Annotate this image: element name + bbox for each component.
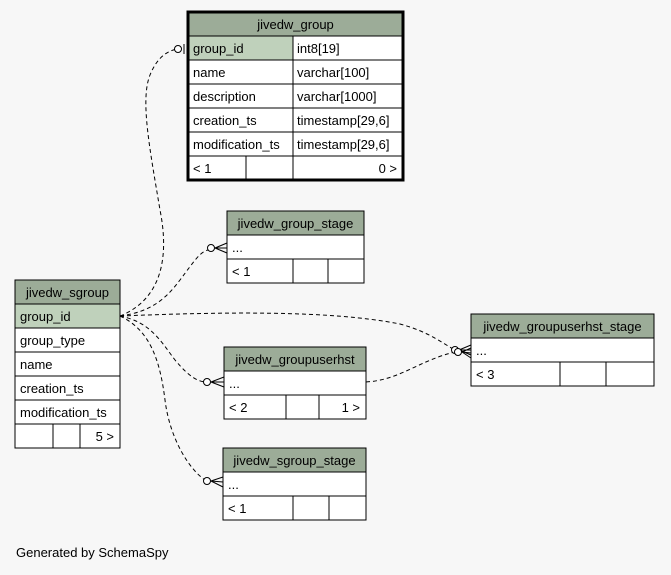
column-row	[470, 337, 655, 363]
column-type: int8[19]	[297, 41, 340, 56]
table-border	[226, 210, 365, 284]
child-count: 0 >	[379, 161, 397, 176]
column-name: ...	[228, 477, 239, 492]
footer-cell	[223, 394, 287, 420]
footer-cell	[14, 423, 54, 449]
column-name: description	[193, 89, 256, 104]
footer-cell	[318, 394, 367, 420]
column-name: modification_ts	[20, 405, 107, 420]
parent-count: < 2	[229, 400, 247, 415]
table-title: jivedw_group_stage	[237, 216, 354, 231]
tables-layer: jivedw_group group_id int8[19] name varchar[…	[14, 10, 655, 521]
column-row	[187, 83, 294, 109]
table-jivedw-groupuserhst-stage[interactable]: jivedw_groupuserhst_stage... < 3	[470, 313, 655, 387]
column-name: modification_ts	[193, 137, 280, 152]
relationship-lines	[119, 48, 456, 481]
table-title: jivedw_group	[256, 17, 334, 32]
table-jivedw-sgroup-stage[interactable]: jivedw_sgroup_stage... < 1	[222, 447, 367, 521]
footer-cell	[327, 258, 365, 284]
parent-count: < 3	[476, 367, 494, 382]
column-row	[14, 327, 121, 353]
child-count: 1 >	[342, 400, 360, 415]
table-jivedw-groupuserhst[interactable]: jivedw_groupuserhst... < 2 1 >	[223, 346, 367, 420]
column-row	[14, 303, 121, 329]
footer-cell	[328, 495, 367, 521]
footer-cell	[559, 361, 607, 387]
column-row	[226, 234, 365, 260]
table-header	[187, 11, 404, 37]
edge-groupuserhst-to-stage	[365, 351, 456, 383]
edge-sgroup-to-group-stage	[119, 249, 209, 317]
column-name: name	[193, 65, 226, 80]
column-name: ...	[232, 240, 243, 255]
crowfoot-sgroup-stage-icon	[203, 476, 224, 488]
column-name: ...	[476, 343, 487, 358]
parent-count: < 1	[232, 264, 250, 279]
child-count: 5 >	[96, 429, 114, 444]
parent-count: < 1	[193, 161, 211, 176]
column-name: group_id	[20, 309, 71, 324]
edge-sgroup-to-groupuserhst	[119, 315, 206, 383]
column-type: varchar[1000]	[297, 89, 377, 104]
column-type: varchar[100]	[297, 65, 369, 80]
edge-sgroup-to-groupuserhst-stage	[119, 312, 456, 351]
table-border	[222, 447, 367, 521]
table-jivedw-group[interactable]: jivedw_group group_id int8[19] name varchar[…	[186, 10, 405, 182]
column-row	[222, 471, 367, 497]
column-row	[187, 59, 294, 85]
table-jivedw-group-stage[interactable]: jivedw_group_stage... < 1	[226, 210, 365, 284]
column-type: timestamp[29,6]	[297, 113, 390, 128]
relationship-markers	[174, 44, 472, 488]
generated-by-label: Generated by SchemaSpy	[16, 545, 169, 560]
footer-cell	[470, 361, 561, 387]
column-type: timestamp[29,6]	[297, 137, 390, 152]
column-name: name	[20, 357, 53, 372]
table-border	[14, 279, 121, 449]
footer-cell	[292, 495, 330, 521]
edge-sgroup-to-group	[119, 48, 179, 317]
table-border	[223, 346, 367, 420]
table-title: jivedw_sgroup	[25, 285, 109, 300]
table-title: jivedw_groupuserhst	[234, 352, 355, 367]
footer-cell	[605, 361, 655, 387]
footer-cell	[52, 423, 81, 449]
column-row	[223, 370, 367, 396]
column-name: ...	[229, 376, 240, 391]
column-name: group_id	[193, 41, 244, 56]
column-name: creation_ts	[20, 381, 84, 396]
footer-cell	[187, 155, 247, 181]
crowfoot-groupuserhst-stage-b-icon	[454, 347, 472, 359]
column-name: group_type	[20, 333, 85, 348]
column-type-cell	[292, 131, 404, 157]
table-header	[223, 346, 367, 372]
column-name: creation_ts	[193, 113, 257, 128]
table-title: jivedw_groupuserhst_stage	[482, 319, 641, 334]
table-header	[470, 313, 655, 339]
crowfoot-groupuserhst-icon	[203, 376, 225, 388]
column-type-cell	[292, 35, 404, 61]
parent-count: < 1	[228, 501, 246, 516]
crowfoot-group-stage-icon	[207, 242, 228, 254]
footer-cell	[285, 394, 320, 420]
table-title: jivedw_sgroup_stage	[232, 453, 355, 468]
table-header	[222, 447, 367, 473]
table-border	[186, 10, 405, 182]
zero-marker	[174, 45, 182, 53]
column-type-cell	[292, 107, 404, 133]
footer-cell	[245, 155, 294, 181]
edge-sgroup-to-sgroup-stage	[119, 315, 206, 481]
footer-cell	[292, 258, 329, 284]
